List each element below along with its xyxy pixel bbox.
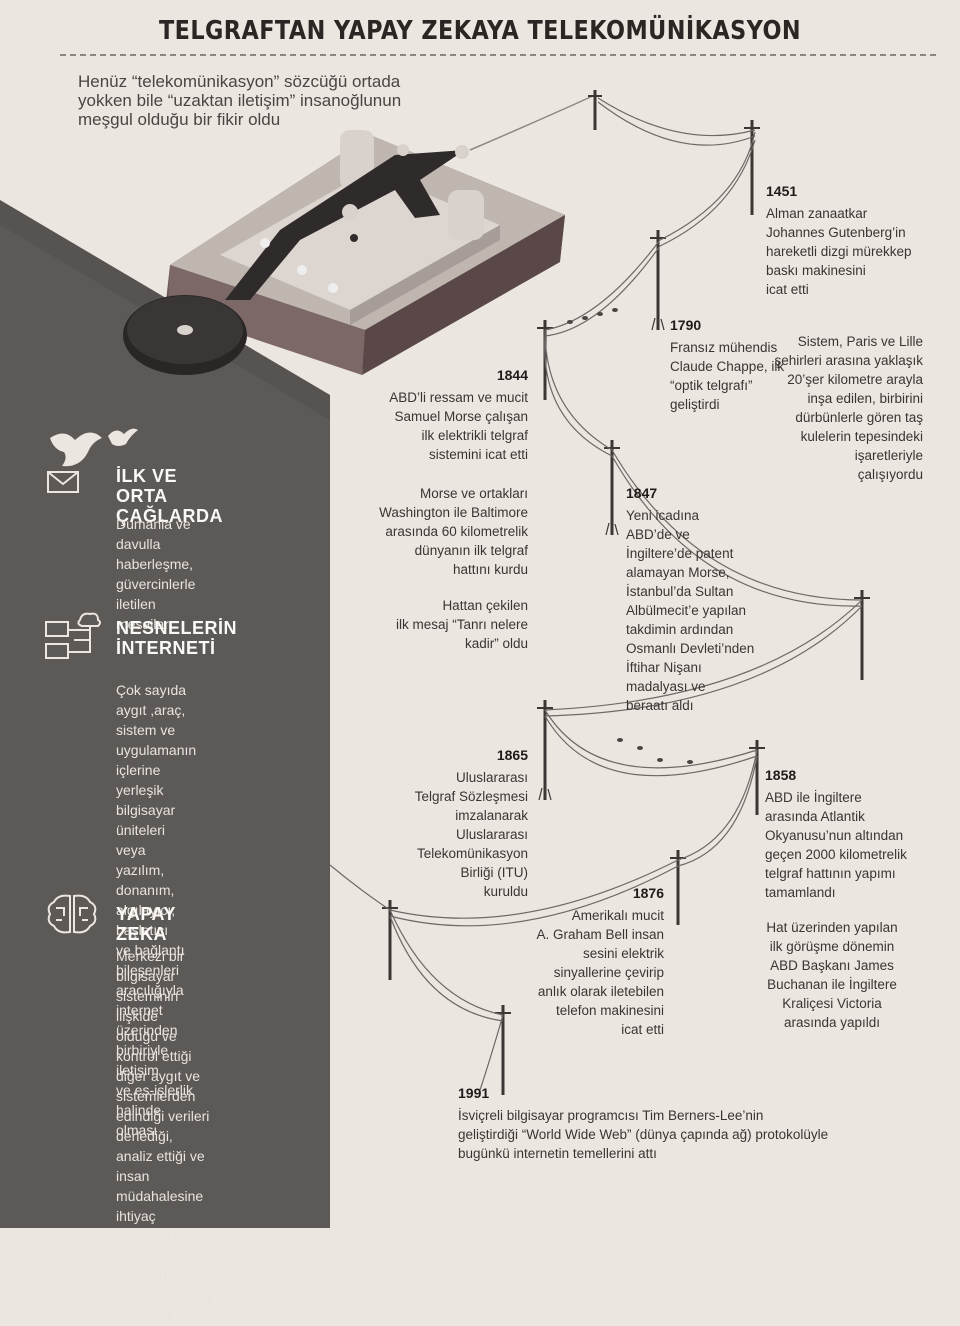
event-1844-first-message: Hattan çekilen ilk mesaj “Tanrı nelere k… [348,596,528,653]
event-1790-detail: Sistem, Paris ve Lille şehirleri arasına… [740,332,923,484]
event-1858-detail: Hat üzerinden yapılan ilk görüşme dönemi… [752,918,912,1032]
event-text: ABD ile İngiltere arasında Atlantik Okya… [765,790,907,900]
dove-letter-icon [47,428,138,493]
event-text: İsviçreli bilgisayar programcısı Tim Ber… [458,1108,829,1161]
event-text: Amerikalı mucit A. Graham Bell insan ses… [536,908,664,1037]
event-year: 1858 [765,767,797,783]
event-1451: 1451 Alman zanaatkar Johannes Gutenberg’… [766,182,912,299]
event-year: 1876 [632,885,664,901]
event-text: Fransız mühendis Claude Chappe, ilk “opt… [670,340,785,412]
event-year: 1451 [766,183,798,199]
brain-circuit-icon [47,894,97,934]
section-text: Dumanla ve davulla haberleşme, güvercinl… [116,516,196,632]
event-1865: 1865 Uluslararası Telgraf Sözleşmesi imz… [380,746,528,901]
event-text: Hattan çekilen ilk mesaj “Tanrı nelere k… [395,598,528,651]
event-year: 1844 [496,367,528,383]
network-devices-icon [45,612,101,659]
page-title: TELGRAFTAN YAPAY ZEKAYA TELEKOMÜNİKASYON [158,16,802,46]
event-1847: 1847 Yeni icadına ABD’de ve İngiltere’de… [626,484,754,715]
event-text: Uluslararası Telgraf Sözleşmesi imzalana… [414,770,528,899]
section-text: Çok sayıda aygıt ,araç, sistem ve uygula… [116,682,197,1138]
event-text: Yeni icadına ABD’de ve İngiltere’de pate… [626,508,755,713]
section-heading: NESNELERİN İNTERNETİ [116,618,238,658]
section-heading: YAPAY ZEKA [116,904,176,944]
title-divider [60,54,936,56]
event-1858: 1858 ABD ile İngiltere arasında Atlantik… [765,766,907,902]
event-year: 1991 [458,1085,490,1101]
intro-text: Henüz “telekomünikasyon” sözcüğü ortada … [78,72,402,129]
section-heading: İLK VE ORTA ÇAĞLARDA [116,466,223,526]
event-1991: 1991 İsviçreli bilgisayar programcısı Ti… [458,1084,828,1163]
event-1790: 1790 Fransız mühendis Claude Chappe, ilk… [670,316,784,414]
event-1876: 1876 Amerikalı mucit A. Graham Bell insa… [488,884,664,1039]
telegraph-illustration [123,90,870,1095]
event-text: Hat üzerinden yapılan ilk görüşme dönemi… [766,920,898,1030]
event-text: Sistem, Paris ve Lille şehirleri arasına… [774,334,923,482]
telegraph-key-graphic [123,130,565,375]
event-text: Alman zanaatkar Johannes Gutenberg’in ha… [766,206,912,297]
event-year: 1865 [496,747,528,763]
event-1844: 1844 ABD’li ressam ve mucit Samuel Morse… [348,366,528,464]
event-text: Morse ve ortakları Washington ile Baltim… [379,486,528,577]
event-text: ABD’li ressam ve mucit Samuel Morse çalı… [389,390,528,462]
event-year: 1847 [626,485,658,501]
event-1844-detail: Morse ve ortakları Washington ile Baltim… [348,484,528,579]
event-year: 1790 [670,317,702,333]
section-text: Merkezi bir bilgisayar sisteminin ilişki… [116,948,215,1324]
